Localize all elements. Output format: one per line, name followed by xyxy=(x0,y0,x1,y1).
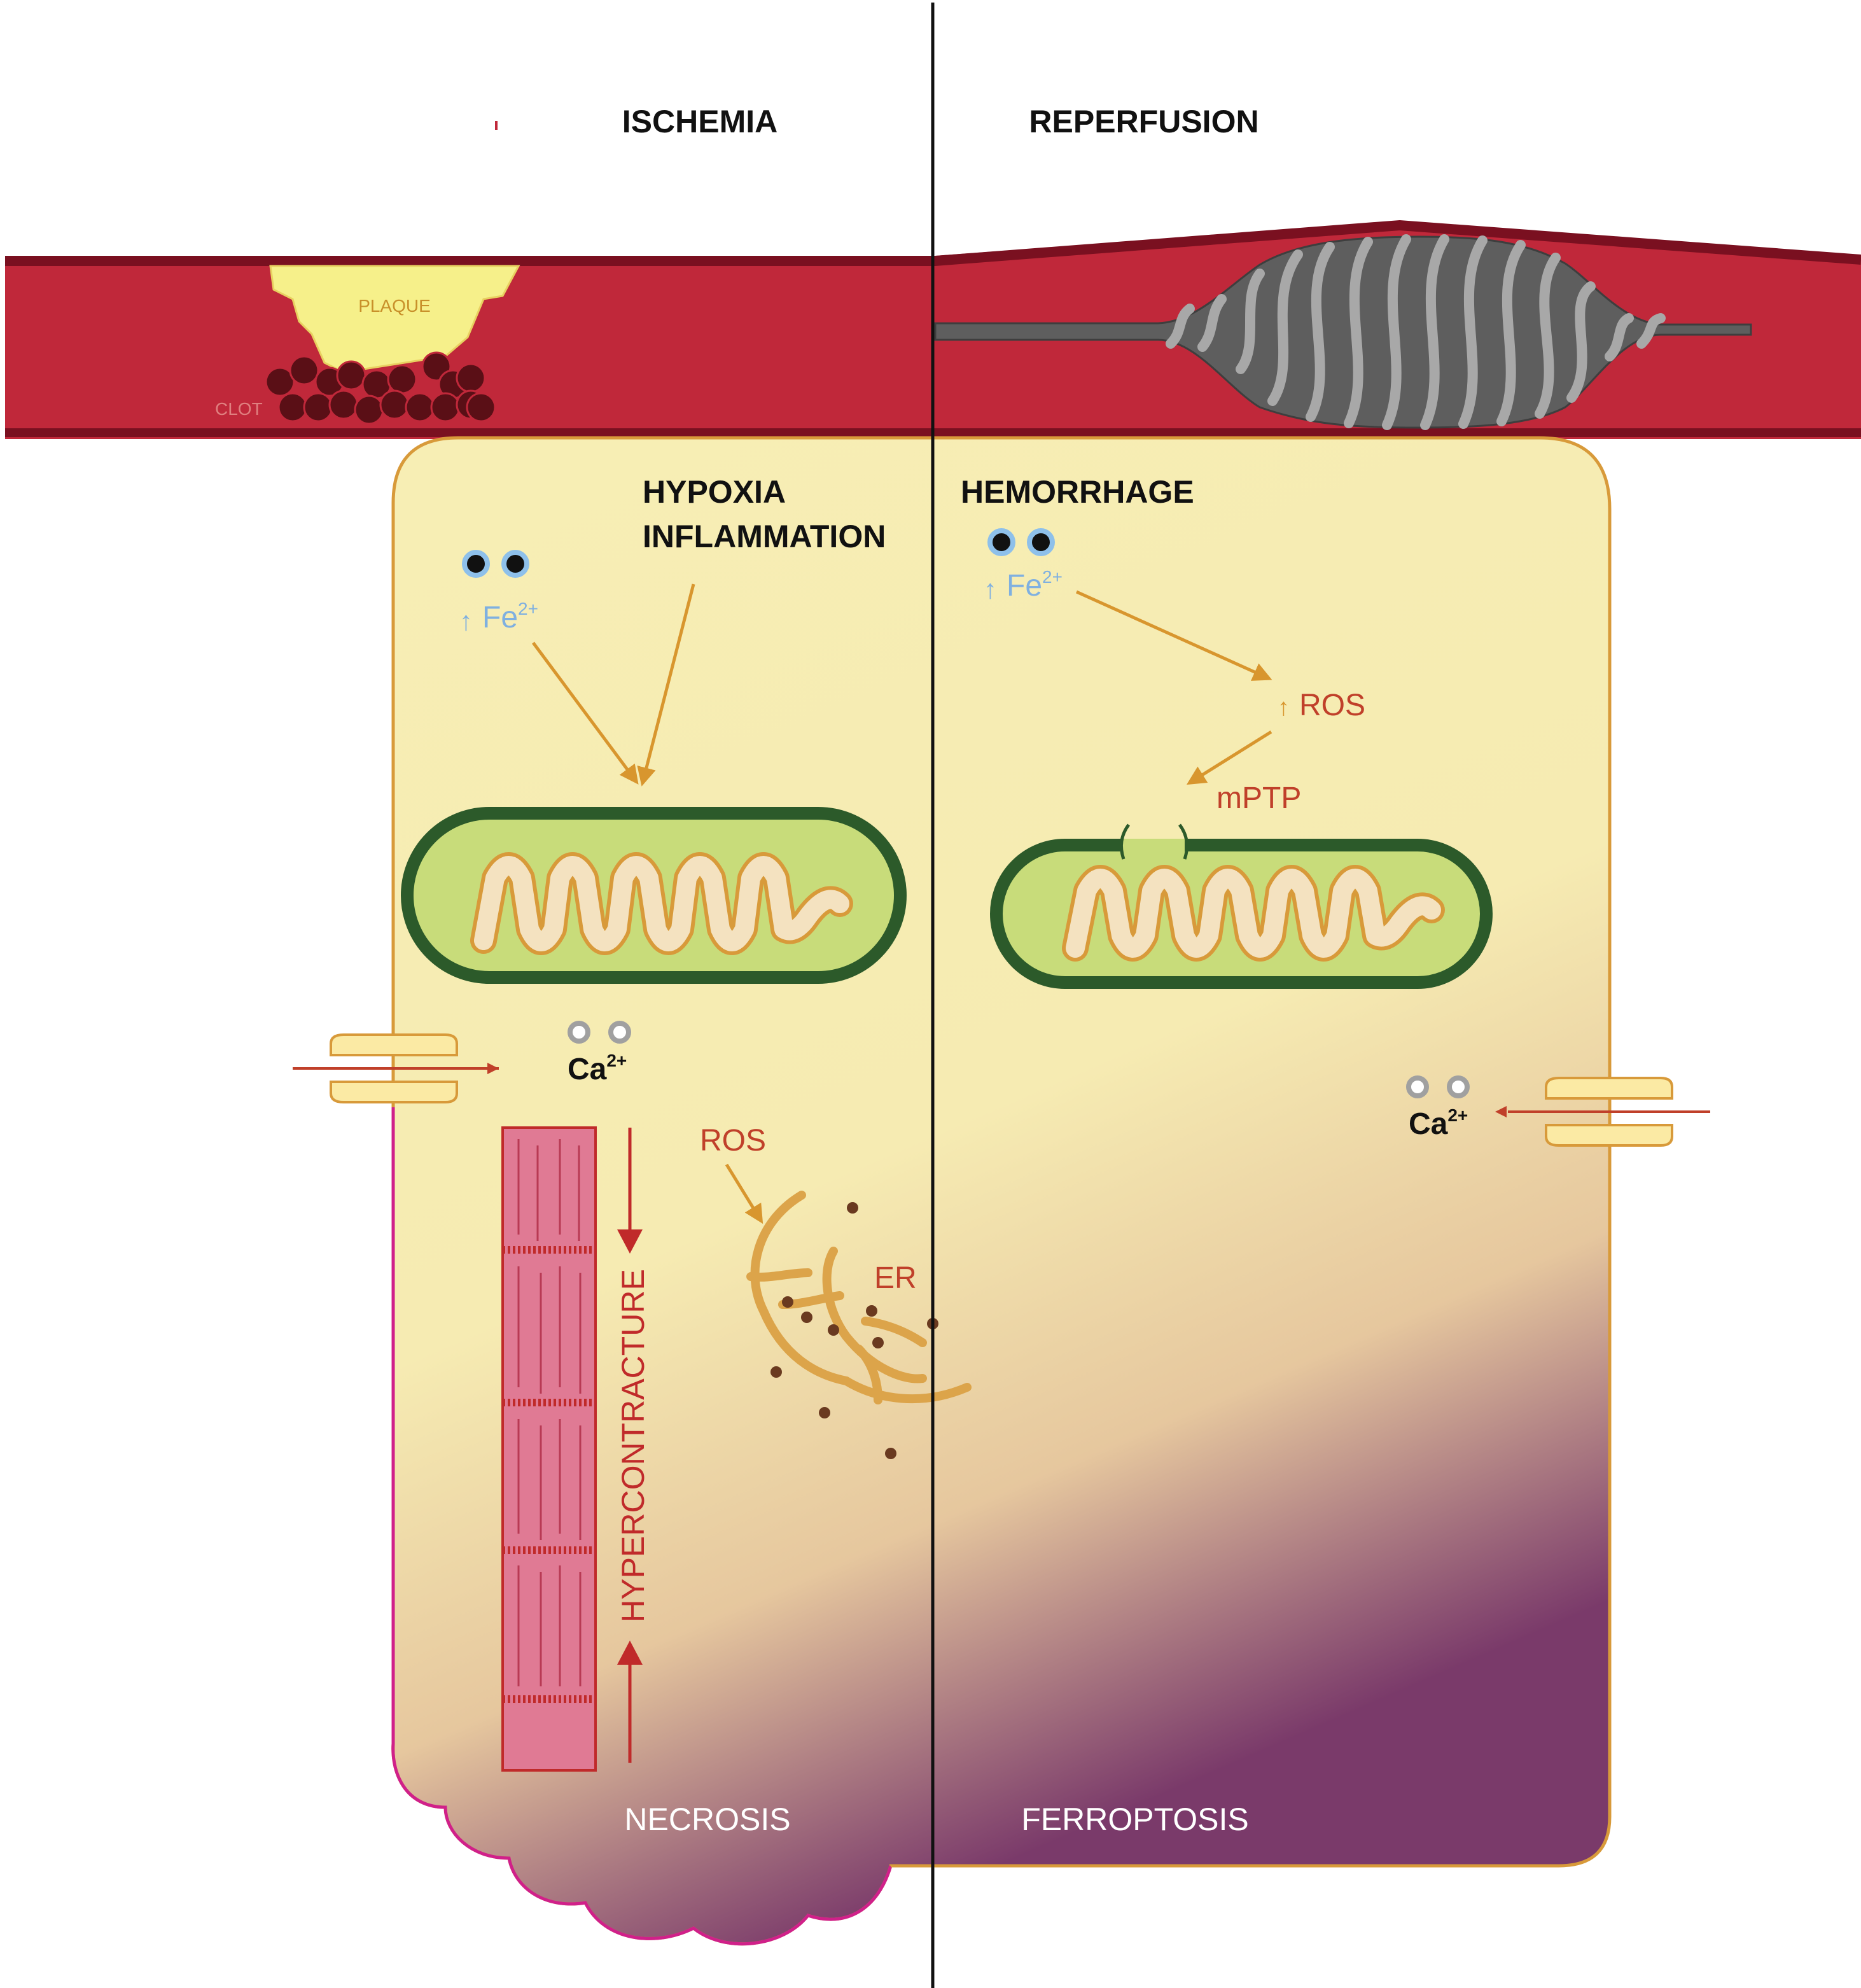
iron-ion xyxy=(990,531,1013,554)
mptp-label: mPTP xyxy=(1216,781,1301,815)
ribosome xyxy=(770,1366,782,1378)
phase-label-ischemia: ISCHEMIA xyxy=(622,104,777,139)
plaque-label: PLAQUE xyxy=(358,296,431,316)
clot-cell xyxy=(355,396,383,424)
clot-cell xyxy=(431,393,459,421)
channel-top xyxy=(1546,1078,1672,1098)
calcium-ion xyxy=(570,1023,588,1041)
reperfusion-stimulus: HEMORRHAGE xyxy=(961,474,1194,510)
clot-cell xyxy=(330,391,358,419)
ribosome xyxy=(847,1202,858,1214)
ribosome xyxy=(819,1407,830,1418)
iron-ion xyxy=(464,552,487,575)
channel-bottom xyxy=(1546,1125,1672,1145)
iron-up-arrow-icon: ↑ xyxy=(984,574,997,604)
hypercontracture-label: HYPERCONTRACTURE xyxy=(615,1269,651,1623)
mptp-pore-gap xyxy=(1121,839,1185,860)
mitochondrion-ischemia xyxy=(407,813,900,977)
ribosome xyxy=(866,1305,877,1317)
iron-up-arrow-icon: ↑ xyxy=(459,606,473,636)
stray-mark xyxy=(495,121,498,130)
clot-cell xyxy=(304,393,332,421)
myofibril-body xyxy=(503,1128,596,1770)
er-tubule xyxy=(751,1273,808,1277)
calcium-ion xyxy=(1409,1078,1426,1096)
ribosome xyxy=(885,1448,896,1459)
clot-cell xyxy=(290,356,318,384)
ribosome xyxy=(782,1296,793,1308)
outcome-label-ferroptosis: FERROPTOSIS xyxy=(1021,1802,1248,1837)
ischemia-stimulus-line2: INFLAMMATION xyxy=(643,519,886,554)
ribosome xyxy=(872,1337,884,1348)
mitochondrion-reperfusion xyxy=(996,825,1486,983)
channel-bottom xyxy=(331,1082,457,1102)
clot-cell xyxy=(388,365,416,393)
clot-cell xyxy=(279,393,307,421)
phase-label-reperfusion: REPERFUSION xyxy=(1029,104,1258,139)
clot-cell xyxy=(337,361,365,389)
ribosome xyxy=(801,1312,812,1323)
iron-ion xyxy=(1029,531,1052,554)
calcium-ion xyxy=(611,1023,629,1041)
myofibril xyxy=(503,1128,596,1770)
ros-up-arrow-icon: ↑ xyxy=(1278,694,1290,721)
ribosome xyxy=(828,1324,839,1336)
outcome-label-necrosis: NECROSIS xyxy=(624,1802,790,1837)
clot-cell xyxy=(457,364,485,392)
iron-ion xyxy=(504,552,527,575)
clot-cell xyxy=(406,393,434,421)
clot-cell xyxy=(467,393,495,421)
clot-label: CLOT xyxy=(215,399,263,419)
clot-cell xyxy=(380,391,408,419)
channel-top xyxy=(331,1035,457,1055)
ischemia-stimulus-line1: HYPOXIA xyxy=(643,474,786,510)
ros-label-reperfusion: ROS xyxy=(1299,689,1365,722)
calcium-ion xyxy=(1449,1078,1467,1096)
ros-label-ischemia: ROS xyxy=(700,1124,766,1158)
er-label: ER xyxy=(874,1261,917,1295)
